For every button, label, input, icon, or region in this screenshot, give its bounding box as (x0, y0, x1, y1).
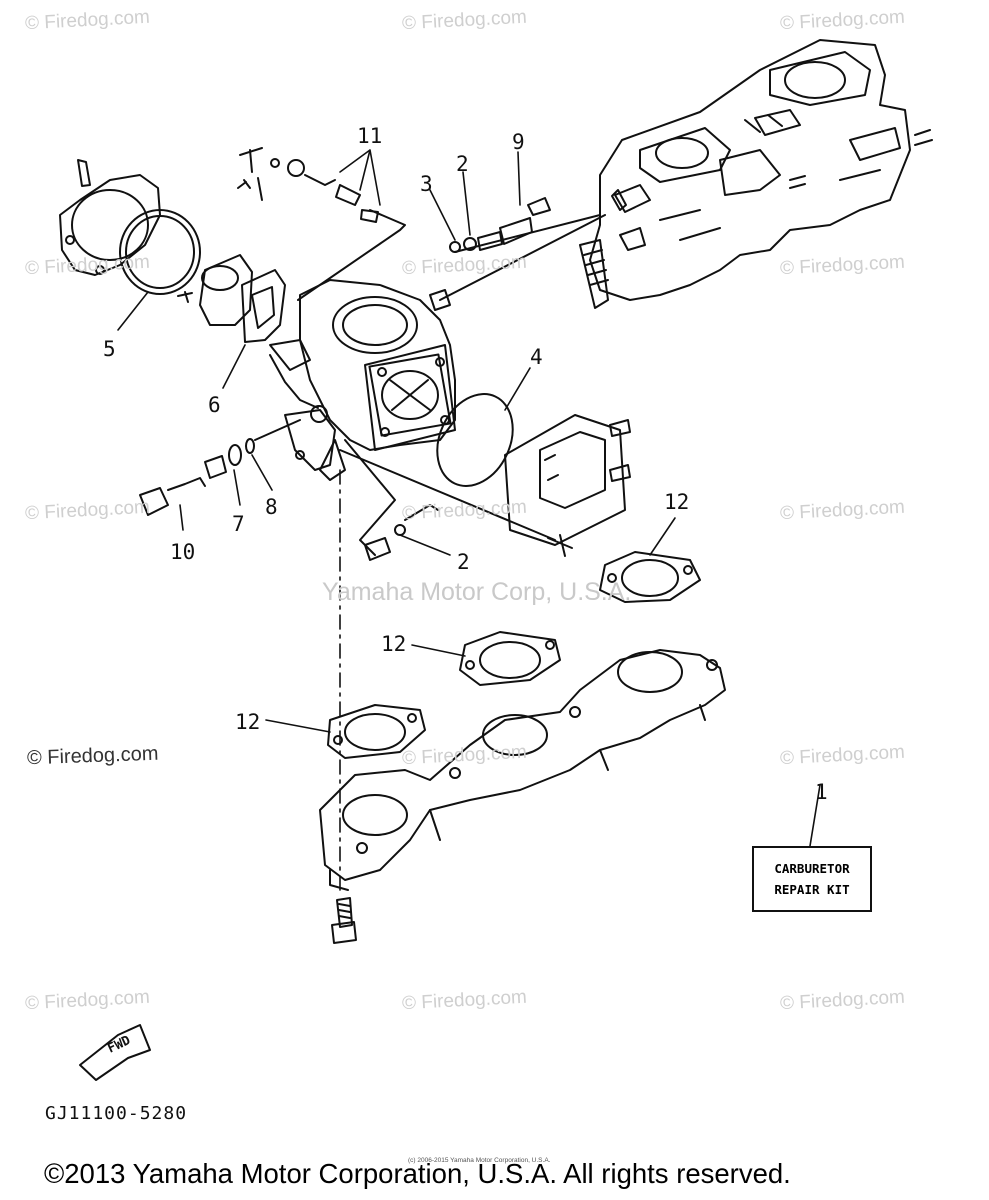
intake-manifold (319, 649, 726, 891)
manifold-bolt (331, 897, 357, 944)
carburetor-body (269, 279, 456, 481)
callout-5: 5 (103, 337, 116, 361)
callout-12a: 12 (664, 490, 690, 514)
watermark: © Firedog.com (26, 742, 159, 770)
yamaha-watermark: Yamaha Motor Corp, U.S.A. (322, 578, 632, 606)
diaphragm-cover-5 (59, 159, 201, 303)
callout-2b: 2 (457, 550, 470, 574)
screw-set-upper (439, 197, 606, 301)
callout-3: 3 (420, 172, 433, 196)
part-code: GJ11100-5280 (45, 1103, 188, 1124)
carburetor-assembly-rear (579, 39, 933, 309)
flange-gaskets-12 (327, 551, 701, 759)
callout-12b: 12 (381, 632, 407, 656)
fwd-label: FWD (105, 1033, 133, 1057)
callout-12c: 12 (235, 710, 261, 734)
repair-kit-line1: CARBURETOR (774, 861, 850, 876)
copyright-notice: ©2013 Yamaha Motor Corporation, U.S.A. A… (44, 1158, 791, 1189)
callout-10: 10 (170, 540, 196, 564)
callout-9: 9 (512, 130, 525, 154)
carburetor-repair-kit-box: CARBURETOR REPAIR KIT (752, 846, 872, 912)
needle-valve-parts-11 (237, 147, 406, 301)
callout-7: 7 (232, 512, 245, 536)
callout-6: 6 (208, 393, 221, 417)
tiny-copyright: (c) 2006-2015 Yamaha Motor Corporation, … (408, 1157, 551, 1164)
callout-4: 4 (530, 345, 543, 369)
callout-1: 1 (815, 780, 828, 804)
fuel-pump-cover-4 (339, 393, 631, 557)
screw-set-left (139, 405, 439, 561)
fwd-arrow: FWD (79, 1024, 151, 1081)
callout-11: 11 (357, 124, 383, 148)
leader-lines (117, 149, 821, 847)
pump-cover-6 (199, 254, 286, 343)
callout-2a: 2 (456, 152, 469, 176)
repair-kit-line2: REPAIR KIT (774, 882, 850, 897)
callout-8: 8 (265, 495, 278, 519)
